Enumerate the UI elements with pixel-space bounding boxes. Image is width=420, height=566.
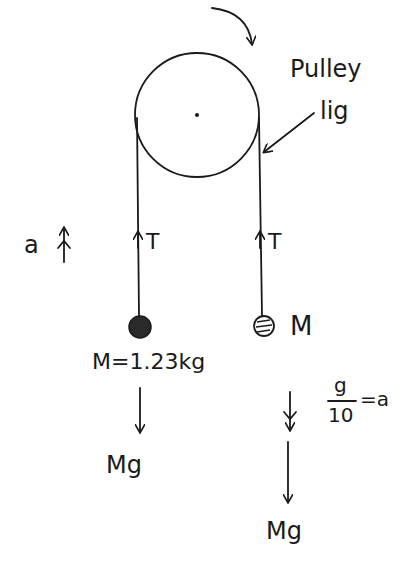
fraction-bar (328, 400, 356, 402)
mass-shading (256, 320, 272, 332)
acceleration-arrow (289, 392, 291, 430)
acceleration-arrow (284, 412, 296, 419)
fraction-denominator: 10 (328, 404, 353, 426)
fraction-numerator: g (334, 374, 347, 396)
force-label: T (268, 230, 281, 254)
pulley-wheel (135, 53, 259, 177)
left-string (137, 118, 139, 316)
acceleration-arrow (63, 228, 65, 262)
mass (254, 316, 274, 336)
part-name: lig (320, 98, 349, 124)
leader-line (264, 113, 314, 152)
weight-arrow (139, 388, 141, 432)
part-name: Pulley (290, 56, 362, 82)
mass (129, 316, 151, 338)
force-label: T (146, 230, 159, 254)
force-label: Mg (106, 452, 142, 478)
pulley-axle (195, 113, 199, 117)
force-label: Mg (266, 518, 302, 544)
tension-arrow (259, 232, 261, 248)
rotation-arrow (212, 8, 252, 44)
weight-arrow (287, 442, 289, 502)
tension-arrow (137, 232, 139, 248)
mass-label: M (290, 312, 312, 341)
right-string (259, 118, 262, 316)
equation-text: =a (360, 388, 389, 410)
quantity-label: a (24, 232, 39, 258)
acceleration-arrow (58, 241, 70, 248)
mass-value: M=1.23kg (92, 350, 205, 374)
